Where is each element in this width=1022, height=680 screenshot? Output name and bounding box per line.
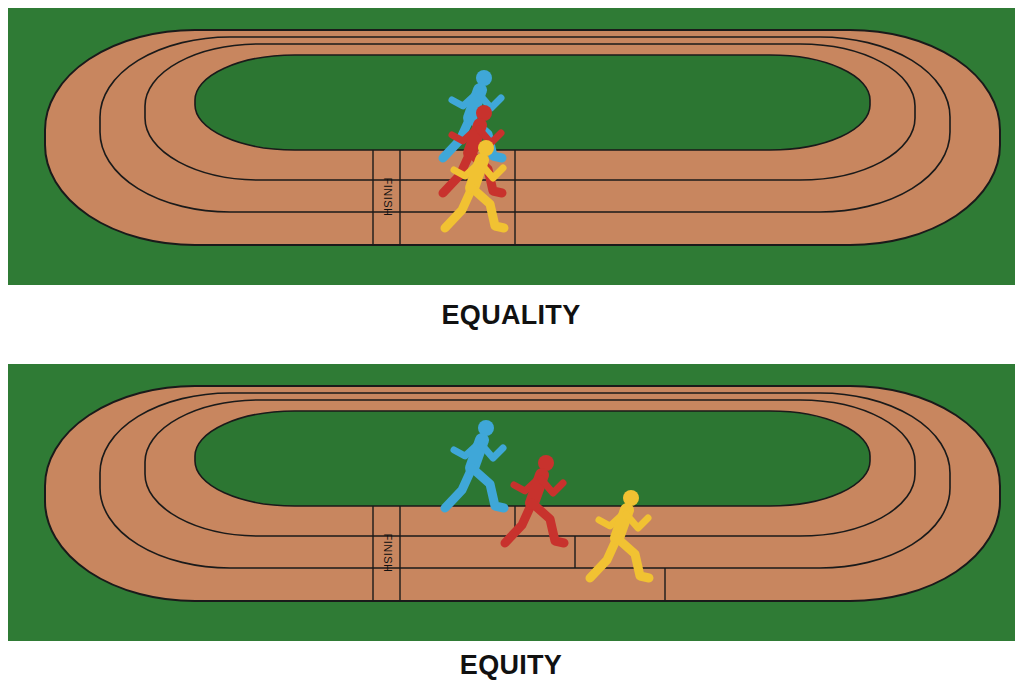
yellow-runner [590,490,649,578]
race-track [8,364,1015,641]
start-line [574,536,575,568]
finish-label: FINISH [382,177,393,216]
panel-caption: EQUALITY [442,302,581,329]
blue-runner [445,420,504,508]
panel-caption: EQUITY [460,652,562,679]
race-track [8,8,1015,285]
yellow-runner [445,140,504,228]
start-line [514,150,515,245]
red-runner [505,455,564,543]
start-line [664,568,665,601]
equity-panel [8,364,1015,641]
equality-panel [8,8,1015,285]
finish-label: FINISH [382,533,393,572]
